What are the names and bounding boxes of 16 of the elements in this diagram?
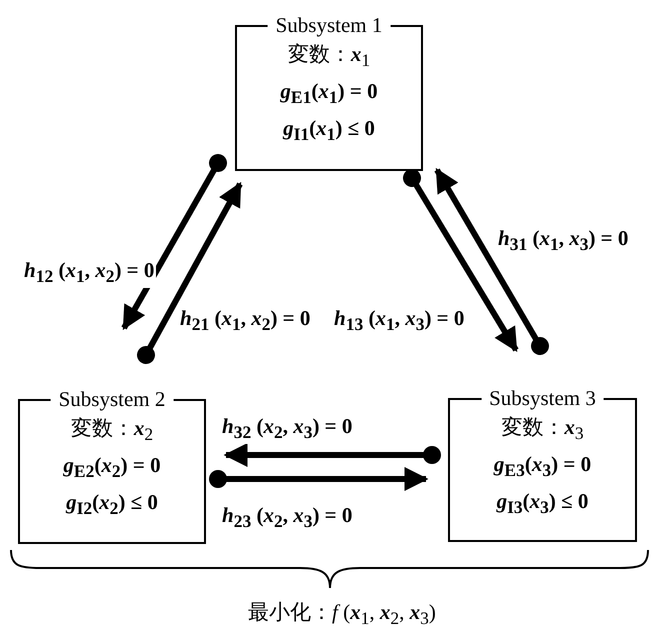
constraint-formula: g$_{I1}$(x$_{1}$) ≤ 0 — [283, 115, 375, 146]
constraint-formula: g$_{I3}$(x$_{3}$) ≤ 0 — [496, 488, 588, 520]
constraint-formula: g$_{E1}$(x$_{1}$) = 0 — [280, 78, 378, 110]
arrow — [224, 443, 441, 467]
variable-text: 変数：x$_{2}$ — [70, 415, 154, 446]
constraint-formula: g$_{I2}$(x$_{2}$) ≤ 0 — [66, 489, 158, 520]
arrow — [403, 169, 519, 352]
variable-text: 変数：x$_{1}$ — [288, 41, 370, 72]
constraint-formula: g$_{E3}$(x$_{3}$) = 0 — [494, 451, 592, 482]
variable-text: 変数：x$_{3}$ — [501, 414, 584, 446]
arrow — [434, 168, 549, 355]
objective-caption: 最小化：f (x$_{1}$, x$_{2}$, x$_{3}$) — [248, 600, 436, 630]
arrow — [121, 154, 227, 330]
arrow — [137, 182, 243, 364]
constraint-formula: g$_{E2}$(x$_{2}$) = 0 — [63, 452, 161, 484]
arrow — [209, 467, 428, 491]
